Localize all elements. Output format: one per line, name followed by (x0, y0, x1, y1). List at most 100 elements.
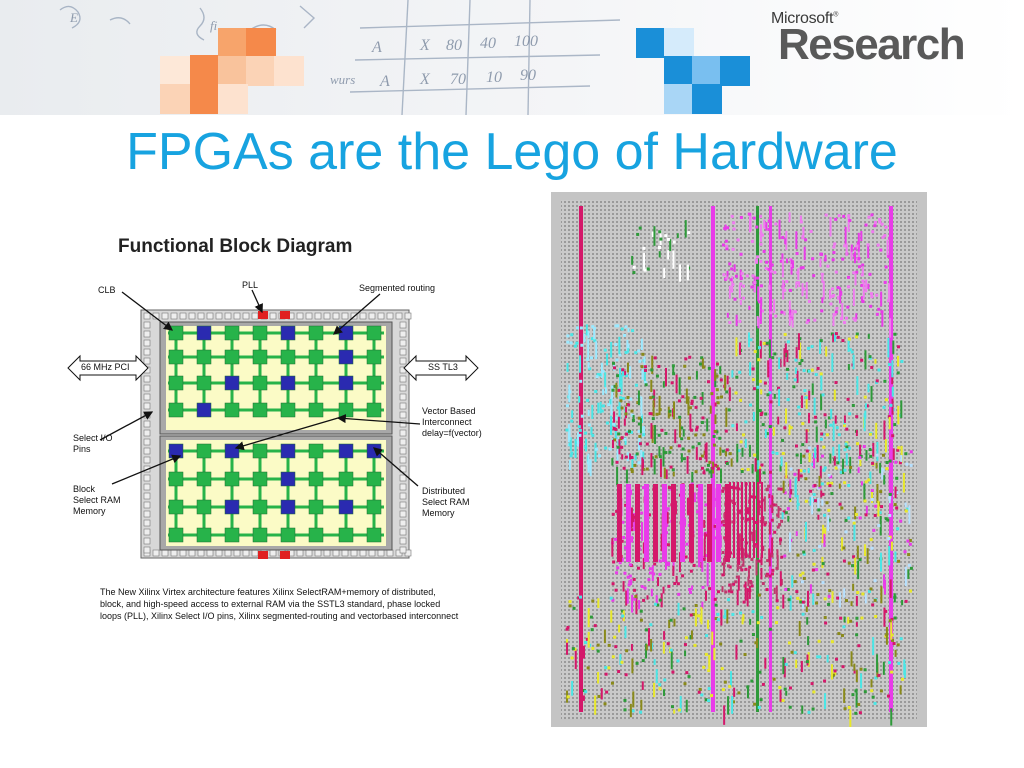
logic-cell (869, 538, 873, 542)
logic-cell (693, 395, 697, 399)
routing-segment (800, 660, 803, 673)
routing-segment (869, 471, 872, 485)
logic-cell (810, 368, 814, 372)
routing-segment (597, 598, 600, 608)
routing-segment (821, 274, 824, 283)
logic-cell (620, 539, 624, 543)
logic-cell (756, 255, 760, 259)
routing-segment (882, 661, 885, 675)
functional-block-diagram (67, 289, 479, 559)
routing-segment (631, 658, 634, 674)
routing-segment (678, 377, 681, 395)
routing-segment (853, 663, 856, 671)
logic-cell (587, 423, 591, 427)
logic-cell (769, 400, 773, 404)
logic-cell (888, 619, 892, 623)
logic-cell (628, 429, 632, 433)
ram-column (761, 482, 763, 558)
routing-segment (731, 695, 734, 714)
logic-cell (699, 396, 703, 400)
clb-cell (252, 527, 268, 543)
logic-cell (614, 645, 618, 649)
block-ram-cell (280, 471, 296, 487)
logic-cell (751, 367, 755, 371)
logic-cell (746, 511, 750, 515)
clb-cell (196, 443, 212, 459)
clb-cell (252, 471, 268, 487)
clb-cell (252, 325, 268, 341)
logic-cell (591, 646, 595, 650)
logic-cell (748, 589, 752, 593)
logic-cell (707, 366, 711, 370)
logic-cell (605, 421, 609, 425)
logic-cell (613, 635, 617, 639)
routing-segment (678, 418, 681, 438)
io-pad (399, 483, 407, 491)
routing-segment (641, 457, 644, 476)
logic-cell (764, 574, 768, 578)
logic-cell (677, 444, 681, 448)
segmented-routing-label: Segmented routing (359, 283, 436, 293)
routing-segment (799, 342, 802, 359)
routing-segment (629, 366, 632, 379)
logic-cell (693, 643, 697, 647)
logic-cell (876, 243, 880, 247)
ram-column (698, 484, 703, 562)
logic-cell (855, 332, 859, 336)
routing-segment (566, 642, 569, 655)
logic-cell (638, 442, 642, 446)
routing-segment (665, 469, 668, 480)
logic-cell (702, 365, 706, 369)
io-pad (404, 312, 412, 320)
routing-segment (863, 413, 866, 432)
routing-segment (832, 333, 835, 343)
logic-cell (821, 454, 825, 458)
block-ram-arrow (111, 454, 182, 485)
io-pad (206, 549, 214, 557)
logic-cell (725, 244, 729, 248)
block-ram-cell (168, 443, 184, 459)
logic-cell (604, 666, 608, 670)
logic-cell (871, 695, 875, 699)
clb-cell (366, 375, 382, 391)
logic-cell (612, 426, 616, 430)
routing-segment (686, 456, 689, 474)
routing-segment (812, 593, 815, 605)
routing-segment (801, 283, 804, 297)
routing-segment (691, 585, 694, 591)
routing-segment (693, 492, 696, 502)
io-pad (399, 537, 407, 545)
logic-cell (595, 447, 599, 451)
routing-segment (736, 551, 739, 571)
routing-segment (630, 644, 633, 651)
logic-cell (823, 616, 827, 620)
logic-cell (840, 506, 844, 510)
logic-cell (677, 592, 681, 596)
logic-cell (864, 223, 868, 227)
routing-segment (738, 285, 741, 299)
logic-cell (788, 641, 792, 645)
logic-cell (681, 447, 685, 451)
logic-cell (704, 554, 708, 558)
logic-cell (783, 491, 787, 495)
io-pad (359, 549, 367, 557)
logic-cell (712, 443, 716, 447)
logic-cell (848, 218, 852, 222)
logic-cell (663, 678, 667, 682)
routing-segment (741, 447, 744, 457)
logic-cell (701, 585, 705, 589)
routing-segment (748, 305, 751, 310)
clb-cell (308, 443, 324, 459)
logic-cell (566, 625, 570, 629)
routing-segment (630, 578, 633, 585)
logic-cell (866, 243, 870, 247)
routing-segment (620, 374, 623, 395)
logic-cell (829, 302, 833, 306)
routing-segment (630, 489, 633, 495)
logic-cell (633, 597, 637, 601)
routing-segment (714, 402, 717, 407)
logic-cell (875, 453, 879, 457)
logic-cell (657, 364, 661, 368)
logic-cell (623, 333, 627, 337)
logic-cell (650, 368, 654, 372)
